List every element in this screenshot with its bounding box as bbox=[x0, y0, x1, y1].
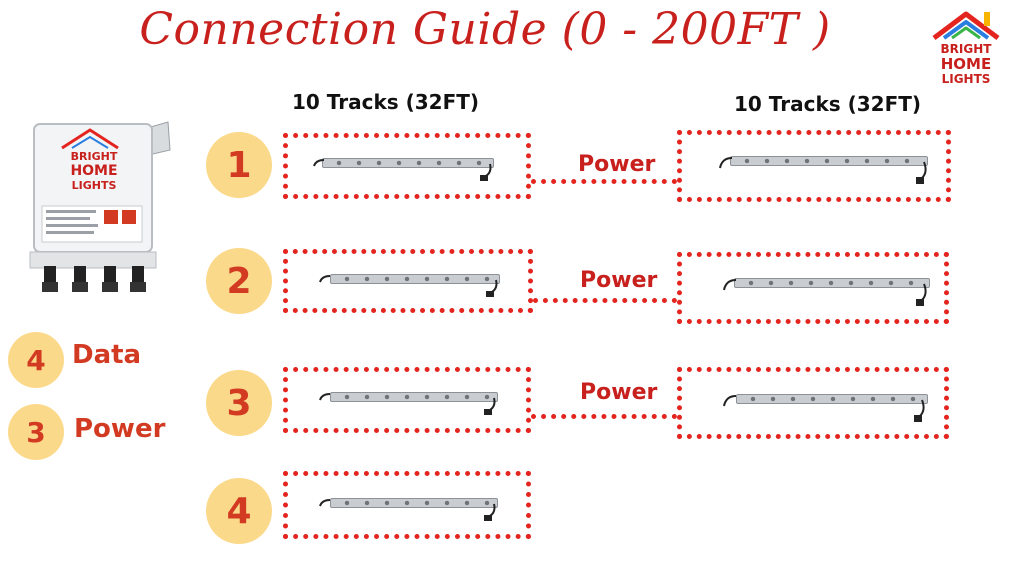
cable-lead-icon bbox=[723, 279, 737, 291]
light-track-bar bbox=[322, 158, 494, 168]
track-group-2-left bbox=[283, 249, 533, 313]
cable-lead-icon bbox=[319, 393, 331, 401]
cable-plug-icon bbox=[914, 399, 925, 422]
cable-plug-icon bbox=[916, 161, 927, 184]
power-connector-3 bbox=[531, 414, 677, 419]
power-label-2: Power bbox=[580, 268, 658, 293]
controller-box: BRIGHT HOME LIGHTS bbox=[20, 110, 178, 300]
row-number-1: 1 bbox=[206, 132, 272, 198]
power-label-1: Power bbox=[578, 152, 656, 177]
column-header-left: 10 Tracks (32FT) bbox=[292, 90, 480, 114]
cable-lead-icon bbox=[719, 157, 733, 169]
brand-logo: BRIGHT HOME LIGHTS bbox=[930, 8, 1002, 94]
brand-name: BRIGHT HOME LIGHTS bbox=[940, 42, 992, 86]
power-connector-2 bbox=[533, 298, 677, 303]
controller-brand-name: BRIGHT HOME LIGHTS bbox=[70, 150, 118, 192]
track-group-2-right bbox=[677, 252, 949, 324]
light-track-bar bbox=[330, 274, 500, 284]
cable-lead-icon bbox=[319, 499, 331, 507]
cable-lead-icon bbox=[319, 275, 331, 283]
row-number-4: 4 bbox=[206, 478, 272, 544]
light-track-bar bbox=[734, 278, 930, 288]
light-track-bar bbox=[330, 498, 498, 508]
track-group-3-right bbox=[677, 367, 949, 439]
legend-label-power: Power bbox=[74, 414, 166, 444]
row-number-2: 2 bbox=[206, 248, 272, 314]
light-track-bar bbox=[330, 392, 498, 402]
cable-lead-icon bbox=[313, 159, 325, 167]
cable-lead-icon bbox=[723, 395, 737, 407]
light-track-bar bbox=[736, 394, 928, 404]
cable-plug-icon bbox=[486, 279, 498, 297]
row-number-3: 3 bbox=[206, 370, 272, 436]
cable-plug-icon bbox=[484, 503, 496, 521]
light-track-bar bbox=[730, 156, 928, 166]
track-group-1-left bbox=[283, 133, 531, 199]
power-label-3: Power bbox=[580, 380, 658, 405]
cable-plug-icon bbox=[484, 397, 496, 415]
house-roof-icon bbox=[932, 11, 1000, 40]
legend-count-power: 3 bbox=[8, 404, 64, 460]
cable-plug-icon bbox=[480, 163, 492, 181]
cable-plug-icon bbox=[916, 283, 927, 306]
legend-label-data: Data bbox=[72, 340, 142, 370]
track-group-4-left bbox=[283, 471, 531, 539]
legend-count-data: 4 bbox=[8, 332, 64, 388]
track-group-3-left bbox=[283, 367, 531, 433]
track-group-1-right bbox=[677, 130, 951, 202]
power-connector-1 bbox=[531, 179, 677, 184]
column-header-right: 10 Tracks (32FT) bbox=[734, 92, 922, 116]
controller-box-illustration bbox=[29, 121, 171, 292]
page-title: Connection Guide (0 - 200FT ) bbox=[139, 4, 831, 55]
